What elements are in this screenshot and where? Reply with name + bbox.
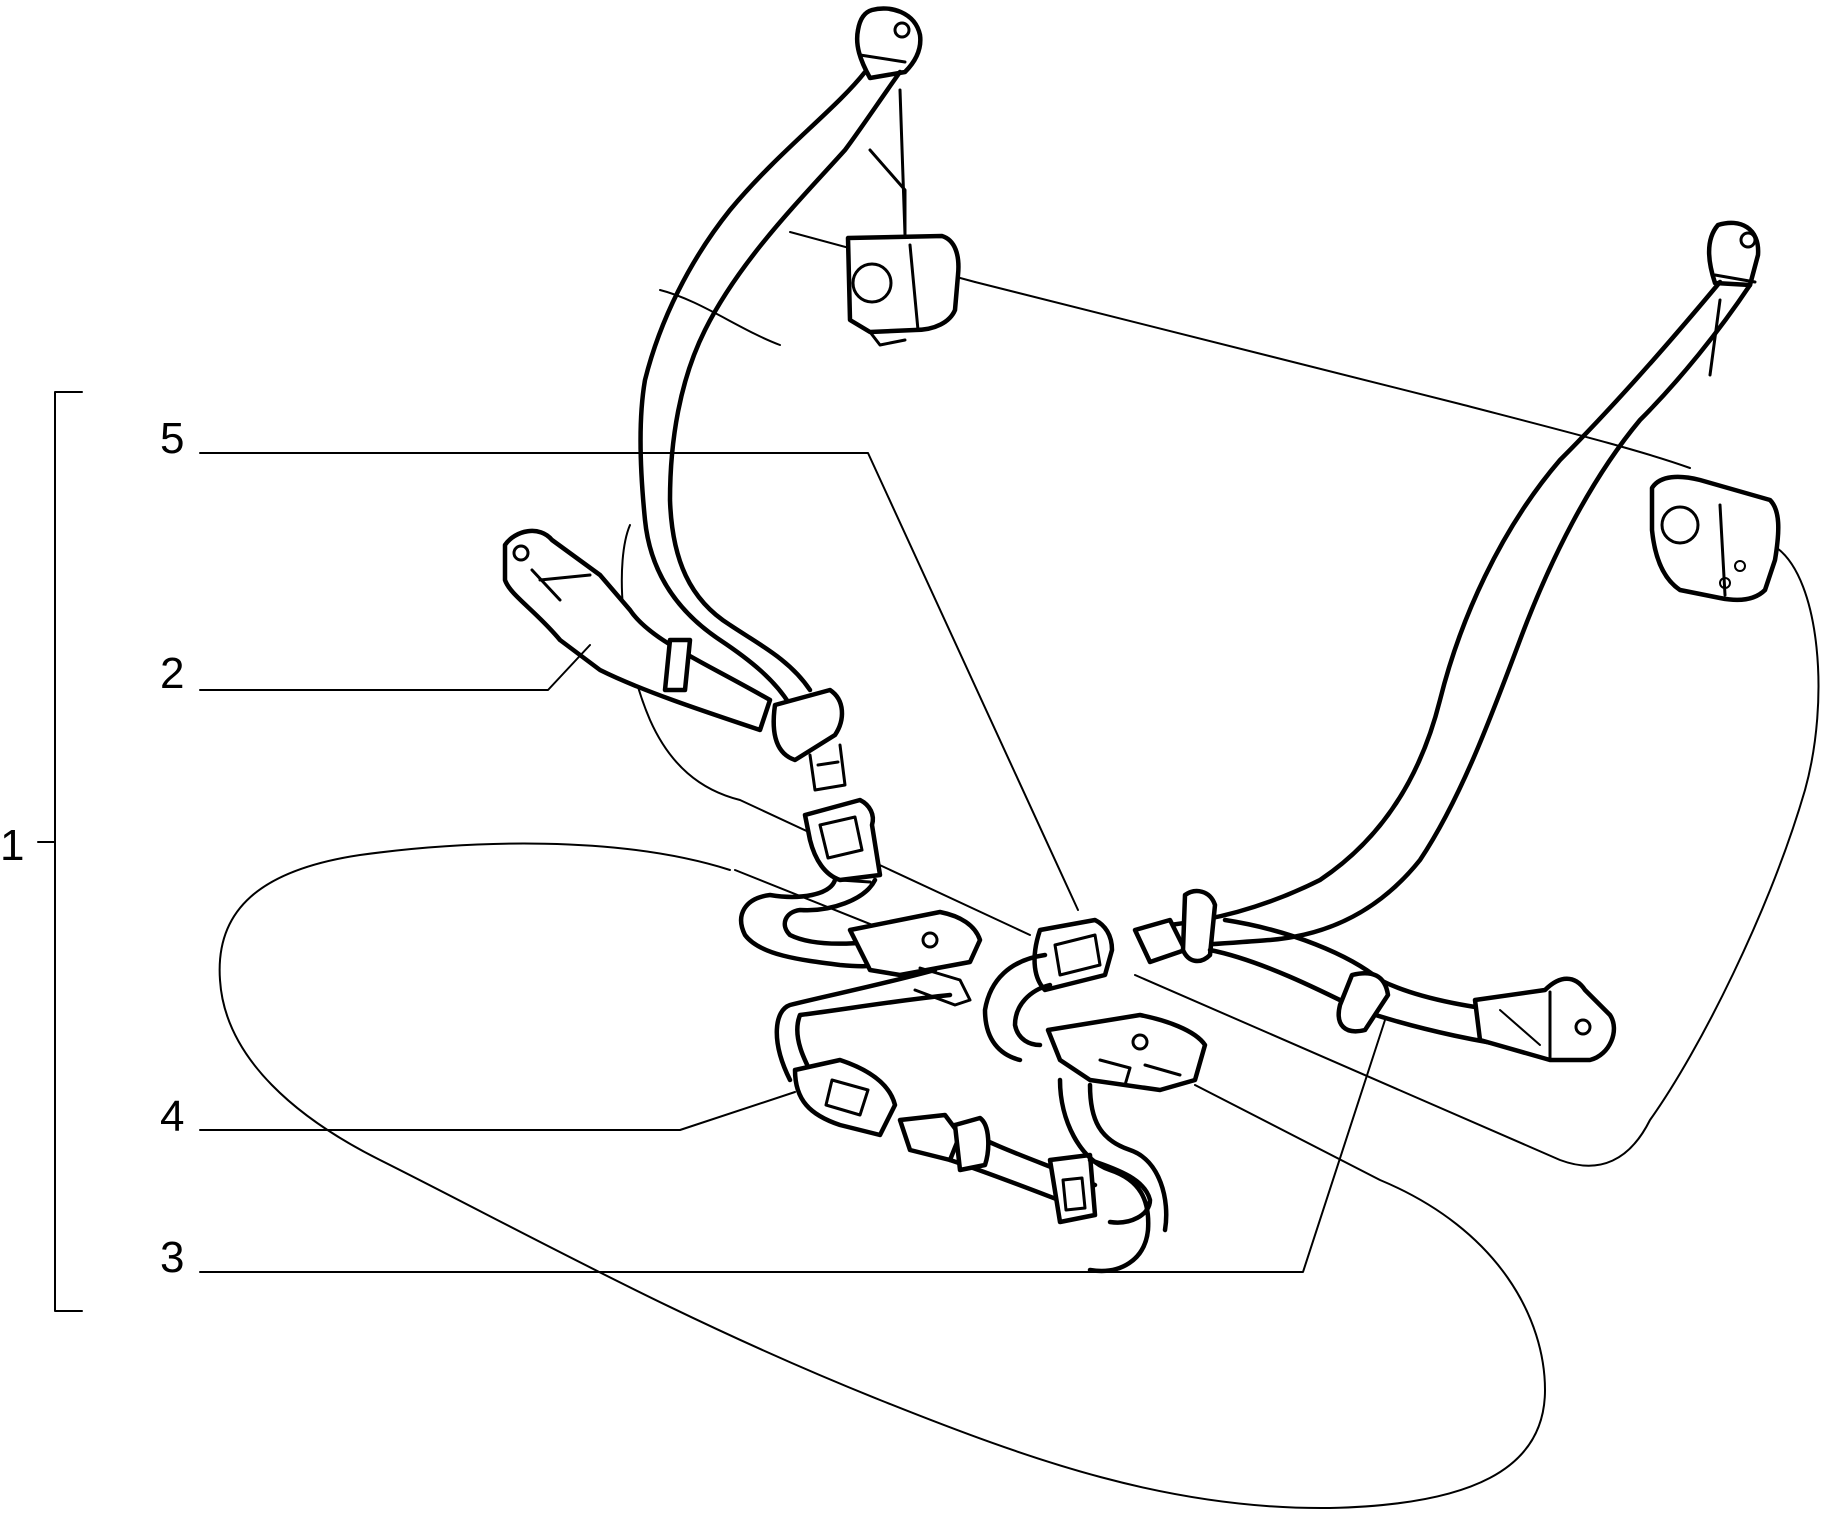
centre-right-buckle — [982, 917, 1208, 1274]
callout-1: 1 — [0, 821, 24, 870]
leader-3 — [199, 1019, 1386, 1273]
right-three-point-belt — [1132, 220, 1781, 1063]
callout-4: 4 — [160, 1092, 184, 1141]
centre-lap-belt-and-buckles — [738, 797, 1153, 1225]
leader-5 — [199, 452, 1079, 911]
callout-leader-lines — [37, 391, 1386, 1312]
left-three-point-belt — [502, 6, 961, 792]
callout-5: 5 — [160, 414, 184, 463]
callout-3: 3 — [160, 1233, 184, 1282]
callout-2: 2 — [160, 649, 184, 698]
bracket-1 — [54, 391, 83, 1312]
leader-4 — [199, 1091, 796, 1131]
leader-2 — [199, 644, 591, 691]
